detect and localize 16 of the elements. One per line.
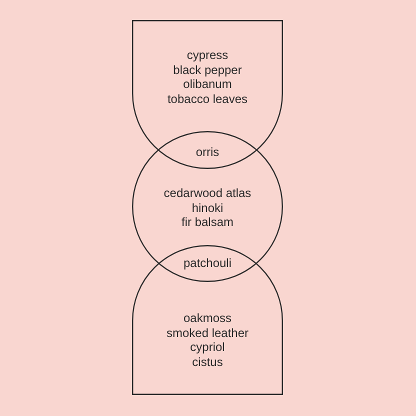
- circle-frame: [132, 131, 283, 282]
- note-label: hinoki: [192, 200, 224, 215]
- note-label: fir balsam: [181, 215, 234, 230]
- note-label: cistus: [192, 354, 223, 369]
- note-label: olibanum: [183, 77, 232, 92]
- arch-frame: [132, 245, 283, 395]
- note-label: cypress: [186, 48, 228, 62]
- note-label: tobacco leaves: [167, 92, 248, 106]
- overlap-label: patchouli: [183, 256, 232, 270]
- note-label: oakmoss: [183, 311, 232, 326]
- note-label: smoked leather: [166, 326, 249, 340]
- note-label: cedarwood atlas: [164, 186, 252, 200]
- u-shaped-frame: [132, 20, 283, 169]
- overlap-label: orris: [196, 145, 220, 160]
- note-label: cypriol: [190, 340, 225, 354]
- note-label: black pepper: [173, 62, 242, 77]
